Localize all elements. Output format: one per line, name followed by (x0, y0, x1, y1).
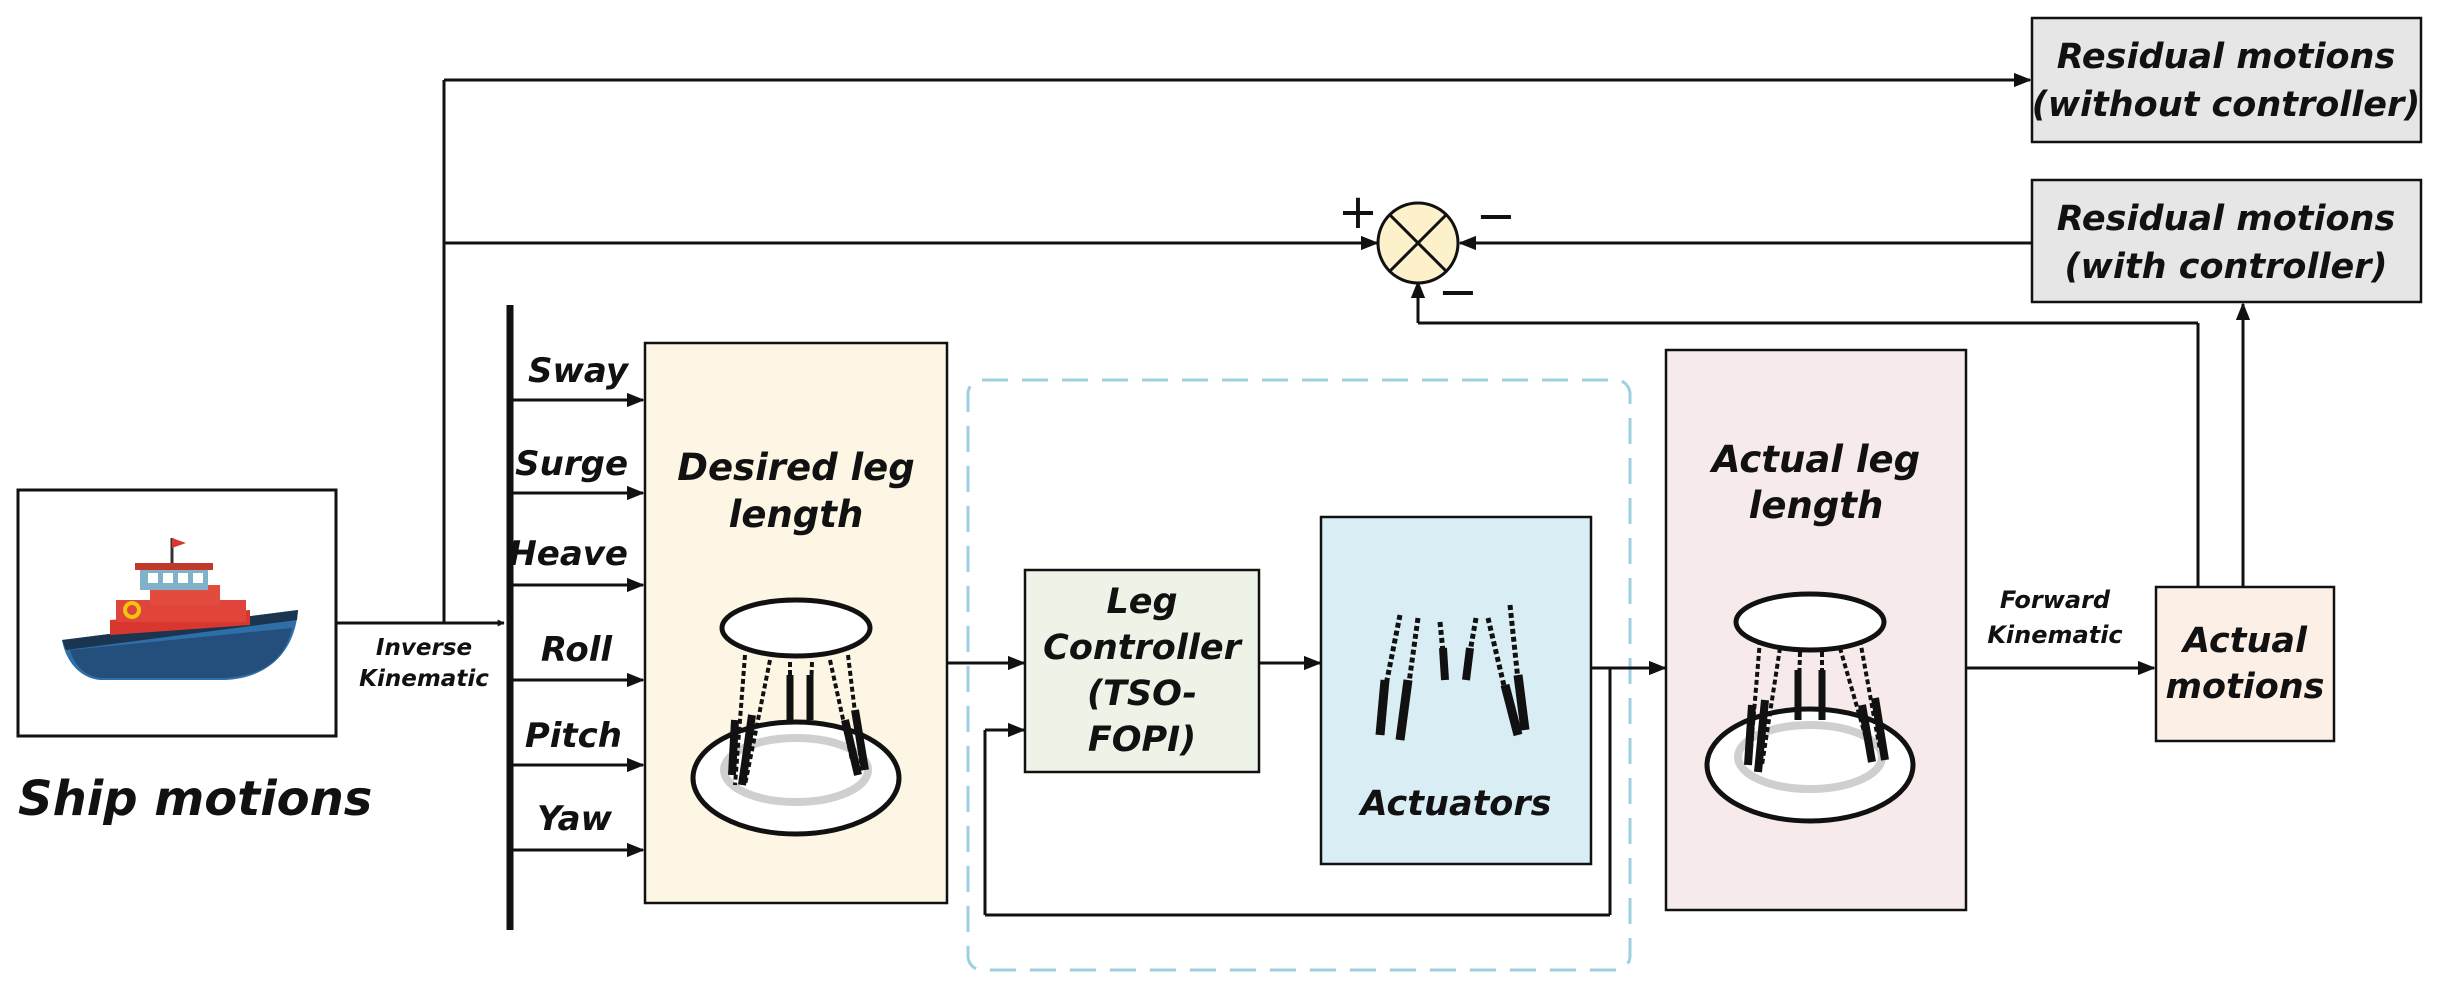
feedforward-lines (442, 72, 2032, 623)
forward-kinematic-connector: Forward Kinematic (1966, 586, 2156, 676)
ship-block: Ship motions (16, 488, 372, 827)
actual-leg-title-line2: length (1749, 484, 1884, 527)
forward-kinematic-label-line2: Kinematic (1987, 621, 2122, 649)
controller-region-border (966, 378, 1632, 972)
actual-motions-line1: Actual (2180, 621, 2308, 661)
actuators-label: Actuators (1358, 784, 1552, 824)
junction-minus-bottom-sign: − (1438, 264, 1478, 320)
leg-controller-line2: Controller (1043, 628, 1243, 668)
channel-label-pitch: Pitch (525, 716, 622, 756)
desired-leg-title-line1: Desired leg (677, 446, 914, 489)
channel-label-roll: Roll (541, 630, 614, 670)
channel-sway: Sway (510, 351, 645, 408)
leg-controller-line4: FOPI) (1088, 720, 1196, 760)
summing-junction: + − − (1338, 184, 1516, 320)
actual-leg-title-line1: Actual leg (1709, 438, 1920, 481)
channel-label-yaw: Yaw (537, 799, 613, 839)
actual-motions-line2: motions (2165, 667, 2324, 707)
residual-without-controller-block: Residual motions (without controller) (2030, 16, 2423, 144)
inverse-kinematic-label-line1: Inverse (376, 635, 472, 661)
residual-without-line1: Residual motions (2057, 37, 2396, 77)
actuators-output-connector (983, 660, 1667, 917)
stewart-platform-icon (690, 597, 902, 837)
residual-with-controller-block: Residual motions (with controller) (2030, 178, 2423, 304)
desired-leg-title-line2: length (729, 493, 864, 536)
actuators-block: Actuators (1319, 515, 1593, 866)
residual-with-line2: (with controller) (2065, 247, 2388, 287)
actuator-legs-icon (1375, 604, 1530, 741)
channel-yaw: Yaw (510, 799, 645, 858)
motion-channels: Sway Surge Heave Roll Pitch Yaw (508, 351, 645, 858)
channel-label-surge: Surge (515, 444, 628, 484)
ship-to-bus-connector: Inverse Kinematic (336, 619, 505, 692)
junction-minus-right-sign: − (1476, 188, 1516, 244)
channel-pitch: Pitch (510, 716, 645, 773)
ship-motions-label: Ship motions (18, 771, 372, 827)
residual-with-line1: Residual motions (2057, 199, 2396, 239)
channel-surge: Surge (510, 444, 645, 501)
forward-kinematic-label-line1: Forward (2000, 586, 2111, 614)
leg-controller-line1: Leg (1106, 582, 1177, 622)
residual-without-line2: (without controller) (2032, 85, 2421, 125)
channel-heave: Heave (508, 534, 645, 593)
ship-icon (62, 538, 298, 680)
channel-label-sway: Sway (528, 351, 630, 391)
desired-leg-length-block: Desired leg length (643, 341, 949, 905)
channel-roll: Roll (510, 630, 645, 688)
leg-controller-block: Leg Controller (TSO- FOPI) (1023, 568, 1261, 774)
inverse-kinematic-label-line2: Kinematic (359, 666, 489, 692)
actual-motions-feedback-lines (1410, 280, 2251, 587)
actual-motions-block: Actual motions (2154, 585, 2336, 743)
actual-leg-length-block: Actual leg length (1664, 348, 1968, 912)
channel-label-heave: Heave (508, 534, 628, 574)
leg-controller-line3: (TSO- (1087, 674, 1197, 714)
junction-plus-sign: + (1338, 184, 1378, 240)
stewart-platform-icon (1704, 591, 1916, 824)
